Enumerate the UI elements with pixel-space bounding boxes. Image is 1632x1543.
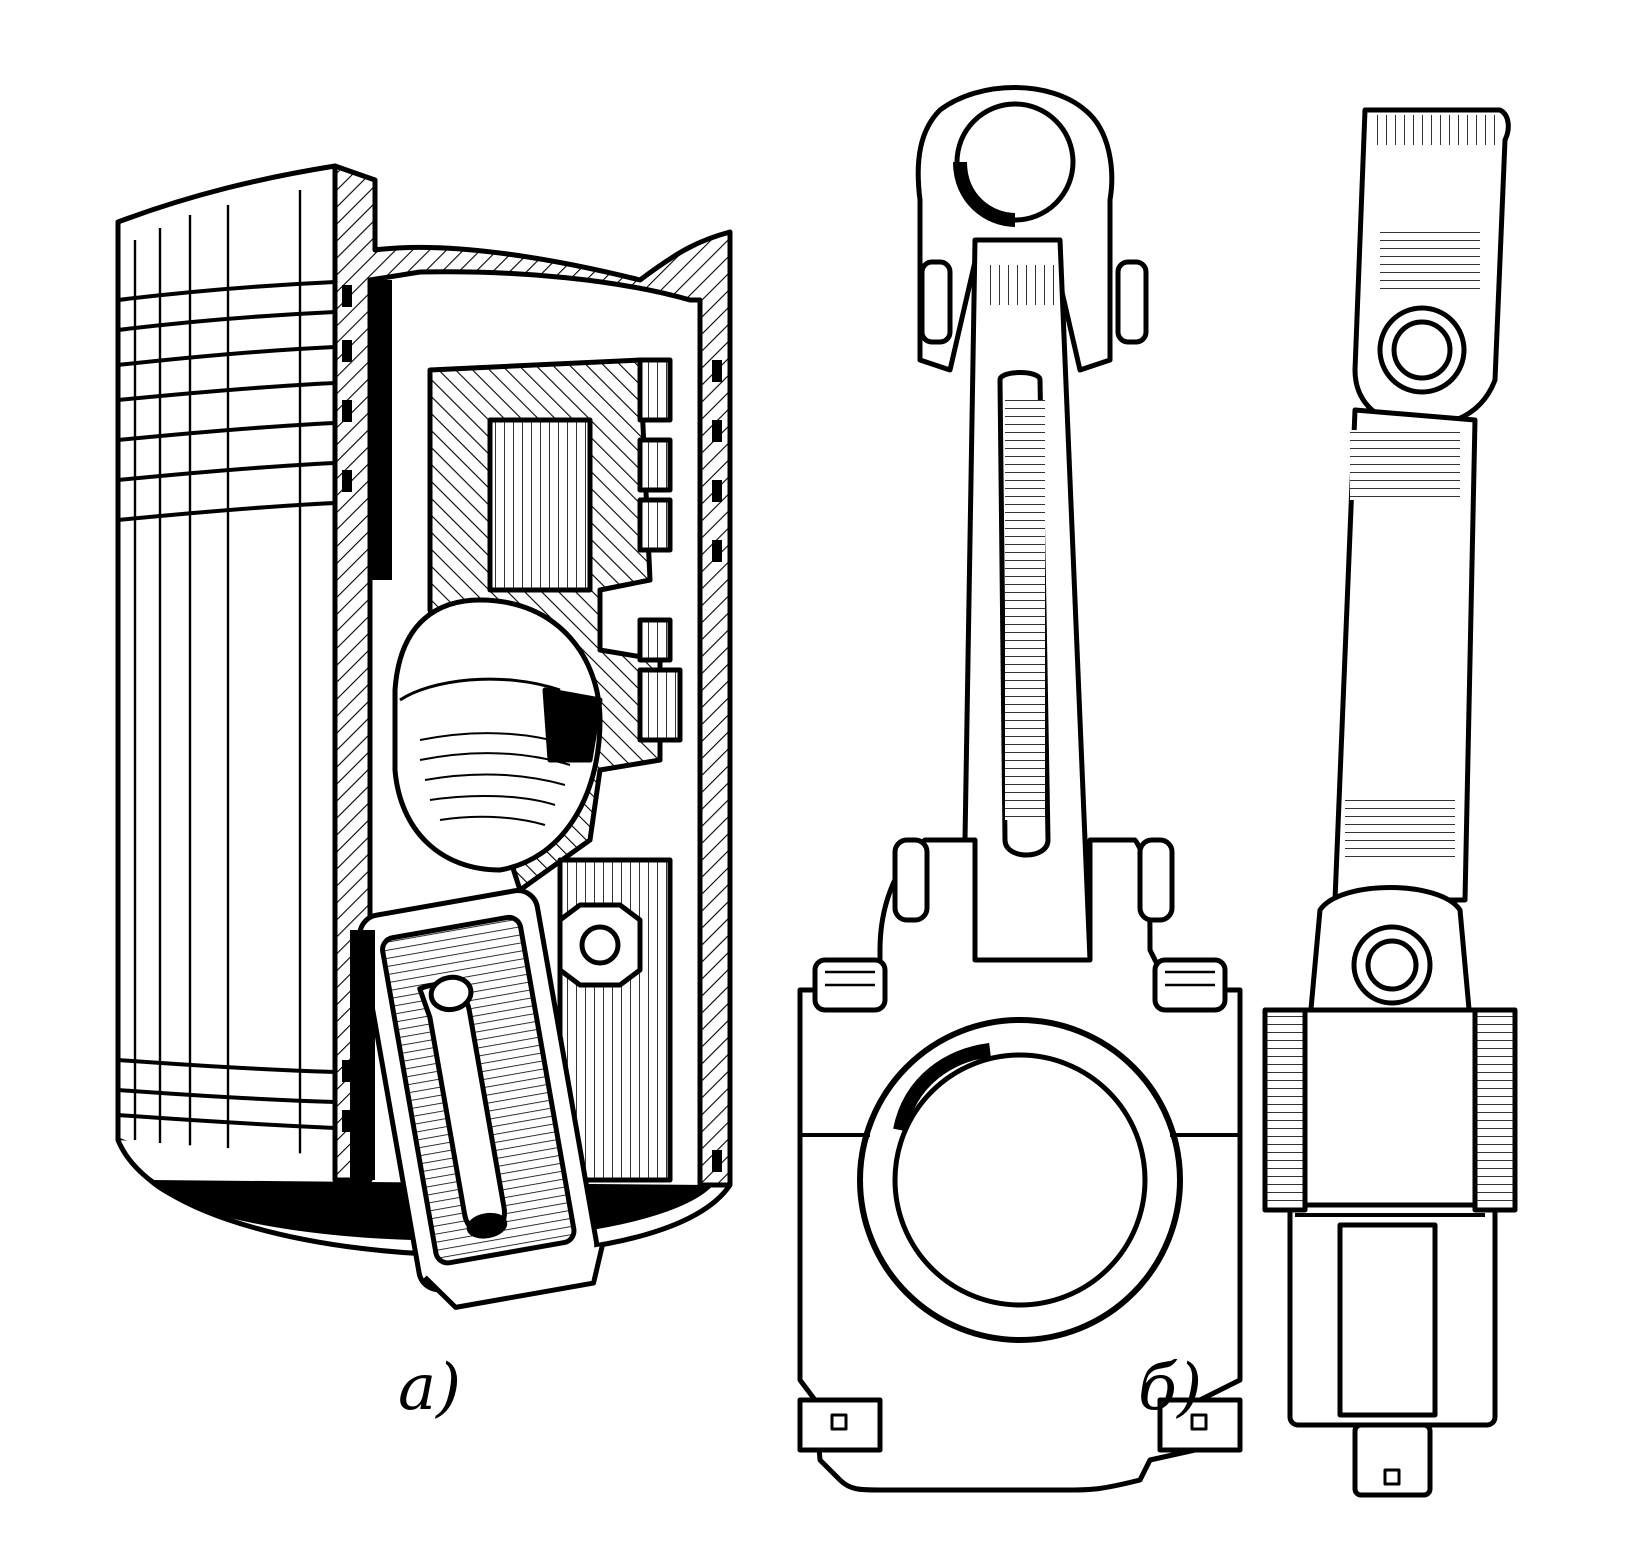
connecting-rod-front [797, 85, 1243, 1493]
caption-a: а) [398, 1351, 462, 1425]
caption-b: б) [1138, 1351, 1203, 1425]
connecting-rod-side [1262, 107, 1518, 1498]
piston-liner-assembly [115, 163, 733, 1310]
